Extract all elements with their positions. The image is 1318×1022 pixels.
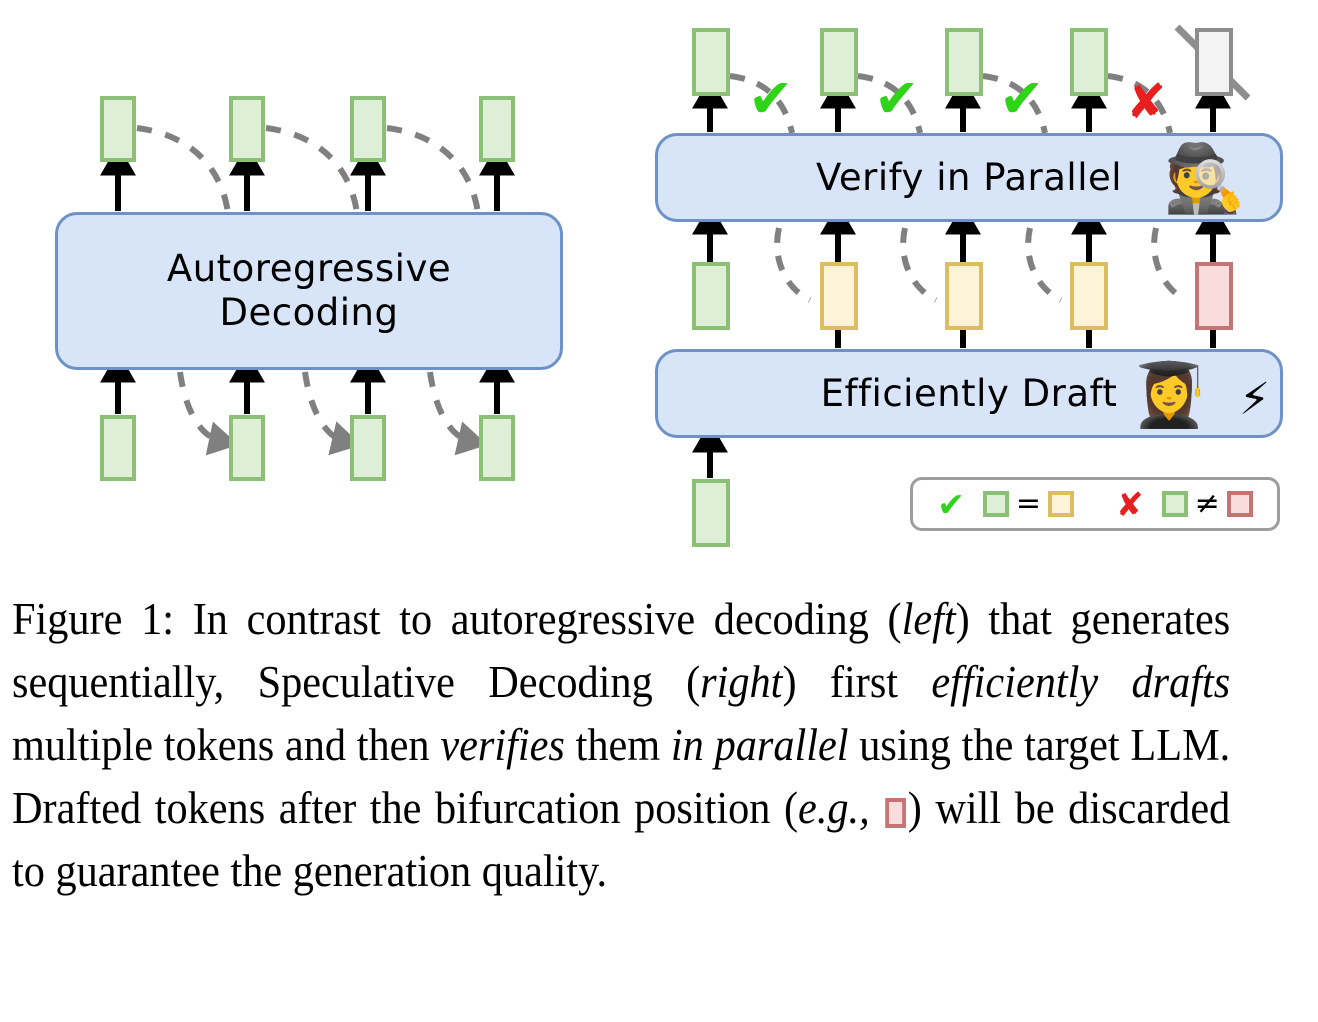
out-token-4 [479, 96, 515, 162]
legend-green-swatch-accept [982, 491, 1009, 517]
autoregressive-decoding-label: Autoregressive Decoding [166, 247, 452, 334]
student-reading-icon: 👩‍🎓 [1130, 358, 1208, 431]
accept-check-icon-2: ✔ [874, 67, 920, 130]
legend-box: ✔ = ✘ ≠ [910, 477, 1280, 531]
efficiently-draft-module: Efficiently Draft 👩‍🎓 ⚡ [655, 349, 1283, 438]
legend-cross-icon: ✘ [1116, 484, 1144, 524]
caption-text-3: ) first [782, 657, 932, 707]
lightning-bolt-icon: ⚡ [1239, 374, 1270, 425]
in-token-2 [229, 415, 265, 481]
caption-red-token-swatch [885, 798, 906, 828]
draft-token-2 [820, 262, 858, 330]
figure-canvas: Autoregressive Decoding ✔ ✔ ✔ ✘ Verify i… [55, 24, 1283, 547]
verified-token-4 [1070, 28, 1108, 96]
legend-equals-symbol: = [1015, 486, 1041, 521]
legend-red-swatch [1226, 491, 1253, 517]
in-token-1 [100, 415, 136, 481]
efficiently-draft-label: Efficiently Draft [820, 371, 1118, 415]
legend-accept-item: ✔ = [937, 488, 1074, 521]
caption-em-verifies: verifies [440, 720, 565, 770]
draft-token-4 [1070, 262, 1108, 330]
caption-text-5: them [564, 720, 671, 770]
caption-text-6: using the target LLM. Drafted tokens aft… [12, 720, 1231, 833]
autoregressive-decoding-module: Autoregressive Decoding [55, 212, 563, 370]
caption-em-right: right [700, 657, 783, 707]
verify-in-parallel-module: Verify in Parallel 🕵️ [655, 133, 1283, 222]
out-token-2 [229, 96, 265, 162]
prompt-token [692, 479, 730, 547]
draft-token-3 [945, 262, 983, 330]
caption-em-in-parallel: in parallel [670, 720, 849, 770]
out-token-1 [100, 96, 136, 162]
discarded-token-5 [1195, 28, 1233, 96]
legend-green-swatch-reject [1161, 491, 1188, 517]
legend-check-icon: ✔ [937, 484, 965, 524]
detective-icon: 🕵️ [1163, 140, 1246, 217]
caption-label: Figure 1: [12, 594, 175, 644]
caption-text-2: ) that generates sequentially, Speculati… [12, 594, 1231, 707]
in-token-4 [479, 415, 515, 481]
legend-reject-item: ✘ ≠ [1116, 488, 1253, 521]
caption-text-4: multiple tokens and then [12, 720, 441, 770]
figure-caption: Figure 1: In contrast to autoregressive … [12, 588, 1230, 903]
verified-token-2 [820, 28, 858, 96]
out-token-3 [350, 96, 386, 162]
caption-em-eg: e.g., [798, 783, 870, 833]
caption-em-efficiently-drafts: efficiently drafts [931, 657, 1231, 707]
verified-token-3 [945, 28, 983, 96]
verify-in-parallel-label: Verify in Parallel [815, 155, 1123, 199]
legend-yellow-swatch [1048, 491, 1074, 517]
caption-em-left: left [901, 594, 956, 644]
caption-text-7 [870, 783, 884, 833]
reject-cross-icon-4: ✘ [1126, 74, 1167, 130]
caption-text-1: In contrast to autoregressive decoding ( [174, 594, 902, 644]
draft-token-1 [692, 262, 730, 330]
draft-token-5 [1195, 262, 1233, 330]
accept-check-icon-1: ✔ [748, 67, 794, 130]
accept-check-icon-3: ✔ [999, 67, 1045, 130]
legend-not-equals-symbol: ≠ [1194, 486, 1220, 521]
caption-text-8: ) will be discarded to guarantee the gen… [12, 783, 1231, 896]
verified-token-1 [692, 28, 730, 96]
in-token-3 [350, 415, 386, 481]
